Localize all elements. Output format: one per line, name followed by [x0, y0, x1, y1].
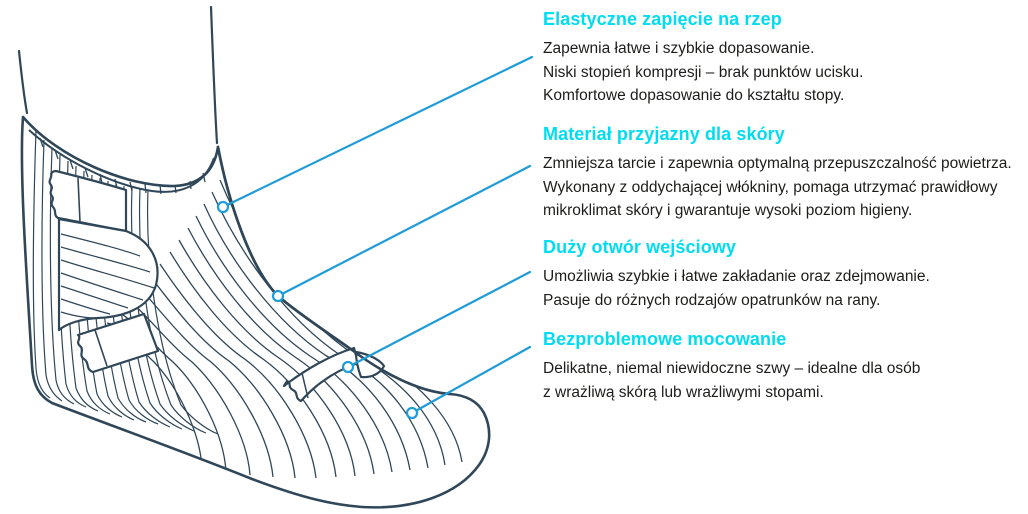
- callout-line-2: [276, 164, 532, 298]
- feature-title: Duży otwór wejściowy: [543, 237, 737, 257]
- feature-title: Materiał przyjazny dla skóry: [543, 124, 785, 144]
- callout-markers: [216, 200, 419, 420]
- wrap-flap: [57, 217, 159, 332]
- callout-line-1: [221, 55, 534, 209]
- feature-line: Zmniejsza tarcie i zapewnia optymalną pr…: [543, 155, 1012, 172]
- feature-section-fastening: Bezproblemowe mocowanie Delikatne, niema…: [543, 328, 1025, 404]
- feature-line: Wykonany z oddychającej włókniny, pomaga…: [543, 178, 998, 196]
- callout-marker-3: [341, 360, 355, 374]
- feature-title: Bezproblemowe mocowanie: [543, 329, 787, 349]
- callout-marker-2: [271, 289, 285, 303]
- lower-velcro-strap: [76, 312, 160, 374]
- wrap-flap-ribs: [60, 233, 155, 319]
- feature-line: Zapewnia łatwe i szybkie dopasowanie.: [543, 40, 815, 57]
- feature-section-material: Materiał przyjazny dla skóry Zmniejsza t…: [543, 123, 1025, 223]
- feature-list: Elastyczne zapięcie na rzep Zapewnia łat…: [543, 0, 1025, 514]
- callout-marker-4: [405, 406, 419, 420]
- feature-title: Elastyczne zapięcie na rzep: [543, 9, 782, 29]
- feature-line: Pasuje do różnych rodzajów opatrunków na…: [543, 291, 881, 309]
- feature-line: Delikatne, niemal niewidoczne szwy – ide…: [543, 360, 921, 377]
- feature-section-opening: Duży otwór wejściowy Umożliwia szybkie i…: [543, 236, 1025, 312]
- instep-edge: [216, 145, 452, 396]
- callout-line-4: [410, 345, 532, 415]
- feature-line: z wrażliwą skórą lub wrażliwymi stopami.: [543, 383, 824, 401]
- feature-line: Niski stopień kompresji – brak punktów u…: [543, 63, 864, 81]
- feature-section-velcro: Elastyczne zapięcie na rzep Zapewnia łat…: [543, 8, 1025, 108]
- cuff-band: [28, 129, 215, 195]
- feature-line: Komfortowe dopasowanie do kształtu stopy…: [543, 87, 845, 104]
- feature-line: Umożliwia szybkie i łatwe zakładanie ora…: [543, 268, 930, 285]
- shin-lines: [17, 5, 219, 145]
- callout-marker-1: [216, 200, 230, 214]
- callout-lines: [221, 55, 534, 415]
- callout-line-3: [346, 270, 532, 369]
- feature-line: mikroklimat skóry i gwarantuje wysoki po…: [543, 202, 913, 219]
